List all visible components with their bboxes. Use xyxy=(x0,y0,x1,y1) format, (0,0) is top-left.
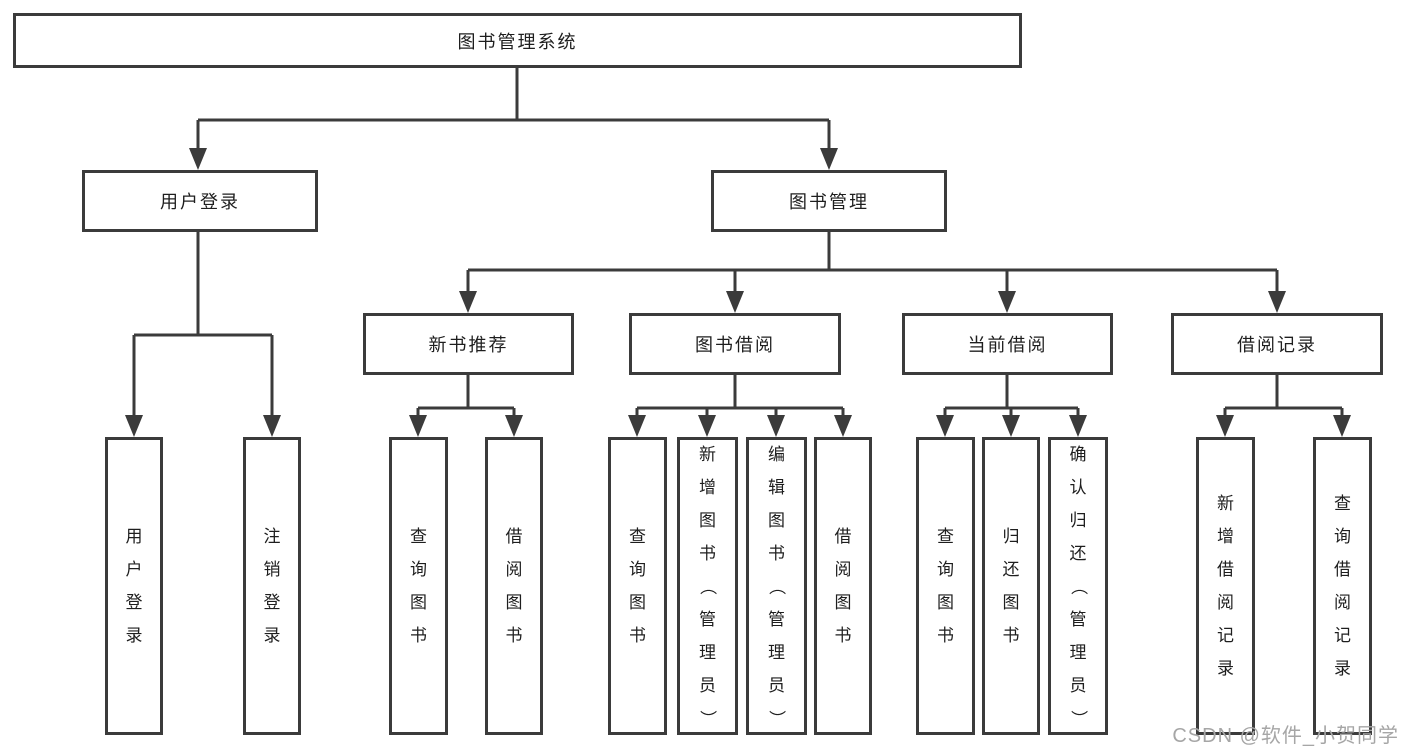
node-leaf-borrow-books-2: 借阅图书 xyxy=(814,437,872,735)
node-leaf-add-books-admin: 新增图书（管理员） xyxy=(677,437,738,735)
leaf-label: 查询图书 xyxy=(629,527,646,645)
node-leaf-confirm-return-admin: 确认归还（管理员） xyxy=(1048,437,1108,735)
node-leaf-edit-books-admin: 编辑图书（管理员） xyxy=(746,437,807,735)
node-book-management: 图书管理 xyxy=(711,170,947,232)
node-user-login: 用户登录 xyxy=(82,170,318,232)
node-leaf-add-borrow-record: 新增借阅记录 xyxy=(1196,437,1255,735)
leaf-label: 借阅图书 xyxy=(505,527,523,645)
node-new-book-recommend: 新书推荐 xyxy=(363,313,574,375)
node-leaf-query-books-1: 查询图书 xyxy=(389,437,448,735)
node-leaf-logout: 注销登录 xyxy=(243,437,301,735)
leaf-label: 查询图书 xyxy=(410,527,427,645)
node-leaf-return-books: 归还图书 xyxy=(982,437,1040,735)
leaf-label: 新增图书（管理员） xyxy=(698,444,717,727)
node-leaf-query-books-3: 查询图书 xyxy=(916,437,975,735)
leaf-label: 编辑图书（管理员） xyxy=(767,444,786,727)
leaf-label: 确认归还（管理员） xyxy=(1068,444,1088,727)
node-book-borrowing: 图书借阅 xyxy=(629,313,841,375)
leaf-label: 借阅图书 xyxy=(834,527,852,645)
node-leaf-user-login: 用户登录 xyxy=(105,437,163,735)
leaf-label: 归还图书 xyxy=(1002,527,1020,645)
leaf-label: 查询借阅记录 xyxy=(1334,494,1351,678)
node-leaf-borrow-books-1: 借阅图书 xyxy=(485,437,543,735)
node-leaf-query-books-2: 查询图书 xyxy=(608,437,667,735)
leaf-label: 查询图书 xyxy=(937,527,954,645)
csdn-watermark: CSDN @软件_小贺同学 xyxy=(1172,725,1399,747)
node-library-management-system: 图书管理系统 xyxy=(13,13,1022,68)
node-current-borrowing: 当前借阅 xyxy=(902,313,1113,375)
node-leaf-query-borrow-record: 查询借阅记录 xyxy=(1313,437,1372,735)
leaf-label: 新增借阅记录 xyxy=(1217,494,1234,678)
leaf-label: 注销登录 xyxy=(263,527,281,645)
leaf-label: 用户登录 xyxy=(125,527,143,645)
node-borrowing-records: 借阅记录 xyxy=(1171,313,1383,375)
